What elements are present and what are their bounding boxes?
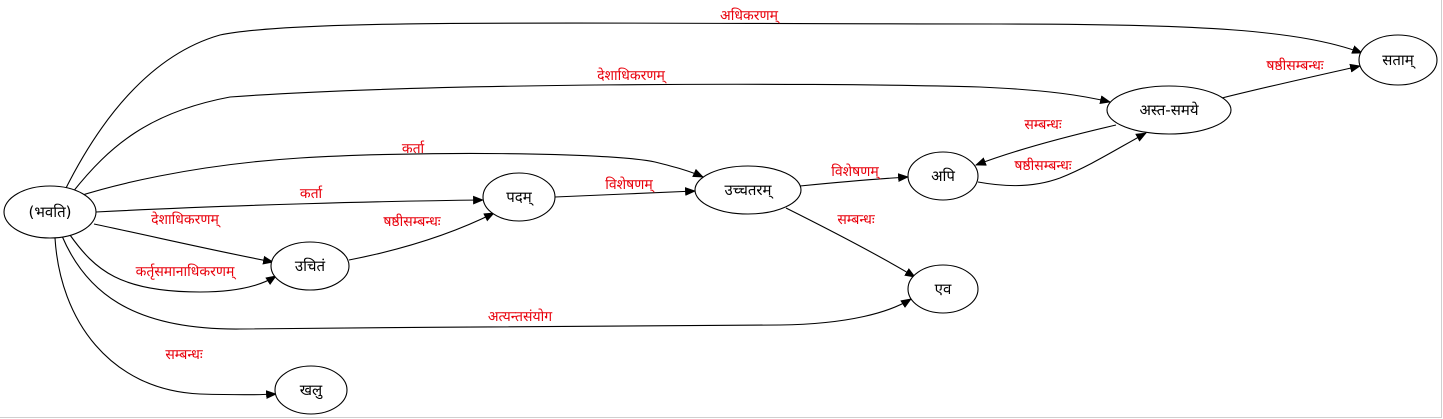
node-label: अपि: [931, 167, 955, 185]
node-label: उचितं: [295, 257, 326, 275]
edge-label: सम्बन्धः: [1024, 117, 1062, 133]
node-padam: पदम्: [482, 172, 556, 222]
node-satam: सताम्: [1358, 34, 1438, 86]
edge-label: कर्तृसमानाधिकरणम्: [136, 263, 237, 280]
edge-kartrsamanadhikaranam: कर्तृसमानाधिकरणम्: [69, 234, 277, 293]
node-label: उच्चतरम्: [724, 181, 773, 199]
edge-label: विशेषणम्: [605, 176, 655, 193]
node-eva: एव: [907, 264, 979, 314]
node-label: पदम्: [506, 188, 533, 206]
edge-adhikaranam: अधिकरणम्: [64, 7, 1364, 191]
edge-visheshanam-padam: विशेषणम्: [554, 176, 697, 198]
edge-label: षष्ठीसम्बन्धः: [1014, 157, 1072, 174]
edge-label: देशाधिकरणम्: [597, 67, 667, 84]
edge-label: सम्बन्धः: [165, 347, 203, 363]
edge-label: अधिकरणम्: [720, 7, 780, 24]
node-api: अपि: [907, 151, 979, 201]
edge-visheshanam-api: विशेषणम्: [799, 163, 910, 187]
edge-atyantasamyoga: अत्यन्तसंयोग: [61, 235, 912, 330]
edge-sambandha-asta: सम्बन्धः: [974, 117, 1117, 166]
edge-sambandha-eva: सम्बन्धः: [785, 207, 916, 278]
edge-karta-top: कर्ता: [75, 140, 704, 198]
node-asta-samaye: अस्त-समये: [1106, 85, 1232, 135]
node-khalu: खलु: [274, 365, 348, 415]
node-label: खलु: [300, 381, 323, 400]
edge-karta-mid: कर्ता: [95, 185, 485, 213]
edge-label: कर्ता: [300, 185, 323, 202]
node-label: अस्त-समये: [1139, 101, 1198, 119]
edge-label: सम्बन्धः: [837, 212, 875, 228]
edge-label: अत्यन्तसंयोग: [488, 308, 553, 325]
edge-shashthi-api: षष्ठीसम्बन्धः: [977, 132, 1147, 187]
node-label: एव: [935, 280, 952, 298]
node-uchchataram: उच्चतरम्: [694, 165, 802, 215]
edge-shashthi-satam: षष्ठीसम्बन्धः: [1221, 57, 1362, 99]
edge-deshadhikaranam-top: देशाधिकरणम्: [71, 67, 1112, 194]
node-bhavati: (भवति): [3, 185, 97, 239]
edge-label: विशेषणम्: [831, 163, 881, 180]
node-label: सताम्: [1382, 51, 1416, 69]
edge-sambandha-khalu: सम्बन्धः: [54, 237, 278, 399]
edge-deshadhikaranam-low: देशाधिकरणम्: [93, 211, 275, 265]
node-label: (भवति): [28, 203, 71, 221]
edge-label: षष्ठीसम्बन्धः: [383, 213, 441, 230]
edge-label: षष्ठीसम्बन्धः: [1266, 57, 1324, 74]
edge-label: कर्ता: [402, 140, 425, 157]
edge-label: देशाधिकरणम्: [151, 211, 221, 228]
node-uchitam: उचितं: [270, 241, 350, 291]
edge-shashthi-uchitam: षष्ठीसम्बन्धः: [348, 212, 495, 261]
